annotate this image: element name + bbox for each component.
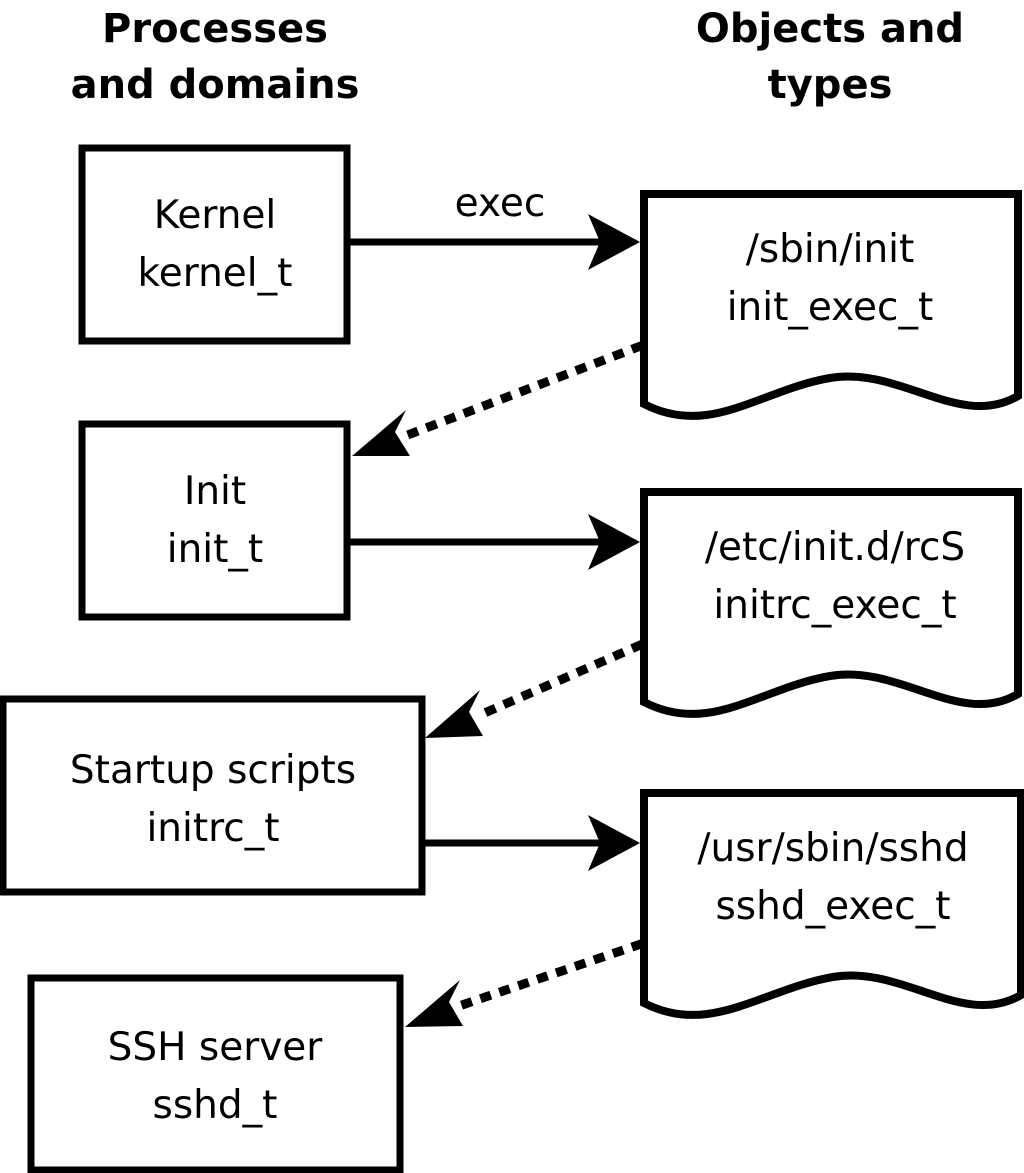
- column-header-processes-line1: Processes: [102, 6, 328, 52]
- process-node-sshd-line2: sshd_t: [153, 1083, 278, 1128]
- column-header-objects-line2: types: [768, 62, 893, 108]
- process-node-kernel-box[interactable]: [78, 144, 351, 345]
- column-header-objects: Objects and types: [696, 6, 964, 108]
- arrow-head-initrc-sshd_exec: [588, 815, 640, 871]
- column-header-objects-line1: Objects and: [696, 6, 964, 52]
- object-node-init_exec[interactable]: /sbin/init init_exec_t: [640, 190, 1022, 420]
- column-header-processes: Processes and domains: [71, 6, 360, 108]
- edge-init_exec-transition-init: [352, 341, 644, 456]
- process-node-sshd[interactable]: SSH server sshd_t: [27, 974, 404, 1173]
- edge-line-initrc_exec-initrc: [474, 640, 644, 721]
- process-node-sshd-box[interactable]: [27, 974, 404, 1173]
- object-node-sshd_exec-line2: sshd_exec_t: [715, 884, 950, 929]
- object-node-init_exec-line2: init_exec_t: [727, 285, 934, 330]
- arrow-head-kernel-init_exec: [588, 214, 640, 270]
- process-node-init[interactable]: Init init_t: [78, 420, 351, 621]
- object-node-sshd_exec[interactable]: /usr/sbin/sshd sshd_exec_t: [640, 789, 1024, 1019]
- arrow-head-sshd_exec-sshd: [405, 980, 463, 1027]
- process-node-sshd-line1: SSH server: [108, 1025, 324, 1070]
- process-node-init-box[interactable]: [78, 420, 351, 621]
- object-node-initrc_exec[interactable]: /etc/init.d/rcS initrc_exec_t: [640, 488, 1022, 718]
- object-node-initrc_exec-line2: initrc_exec_t: [713, 583, 956, 628]
- process-node-initrc-line1: Startup scripts: [70, 748, 356, 793]
- object-node-sshd_exec-document-shape[interactable]: [640, 789, 1024, 1019]
- process-node-init-line1: Init: [184, 469, 246, 514]
- process-node-initrc-line2: initrc_t: [146, 806, 279, 851]
- edge-initrc-exec-sshd_exec: [425, 815, 640, 871]
- object-node-sshd_exec-line1: /usr/sbin/sshd: [697, 826, 968, 871]
- edge-kernel-exec-init_exec: exec: [350, 181, 640, 270]
- object-node-init_exec-line1: /sbin/init: [746, 227, 915, 272]
- arrow-head-init_exec-init: [352, 410, 410, 456]
- object-node-init_exec-document-shape[interactable]: [640, 190, 1022, 420]
- edge-line-init_exec-init: [399, 341, 644, 442]
- arrow-head-init-initrc_exec: [588, 514, 640, 570]
- process-node-initrc-box[interactable]: [0, 695, 426, 896]
- process-node-kernel-line2: kernel_t: [138, 251, 293, 296]
- edge-initrc_exec-transition-initrc: [425, 640, 644, 738]
- edge-line-sshd_exec-sshd: [456, 939, 644, 1011]
- edge-sshd_exec-transition-sshd: [405, 939, 644, 1027]
- process-node-initrc[interactable]: Startup scripts initrc_t: [0, 695, 426, 896]
- column-header-processes-line2: and domains: [71, 62, 360, 108]
- edge-init-exec-initrc_exec: [350, 514, 640, 570]
- process-node-init-line2: init_t: [167, 527, 263, 572]
- object-node-initrc_exec-document-shape[interactable]: [640, 488, 1022, 718]
- process-node-kernel-line1: Kernel: [154, 193, 277, 238]
- arrow-head-initrc_exec-initrc: [425, 690, 483, 738]
- object-node-initrc_exec-line1: /etc/init.d/rcS: [705, 525, 965, 570]
- edge-label-exec: exec: [455, 181, 546, 226]
- process-node-kernel[interactable]: Kernel kernel_t: [78, 144, 351, 345]
